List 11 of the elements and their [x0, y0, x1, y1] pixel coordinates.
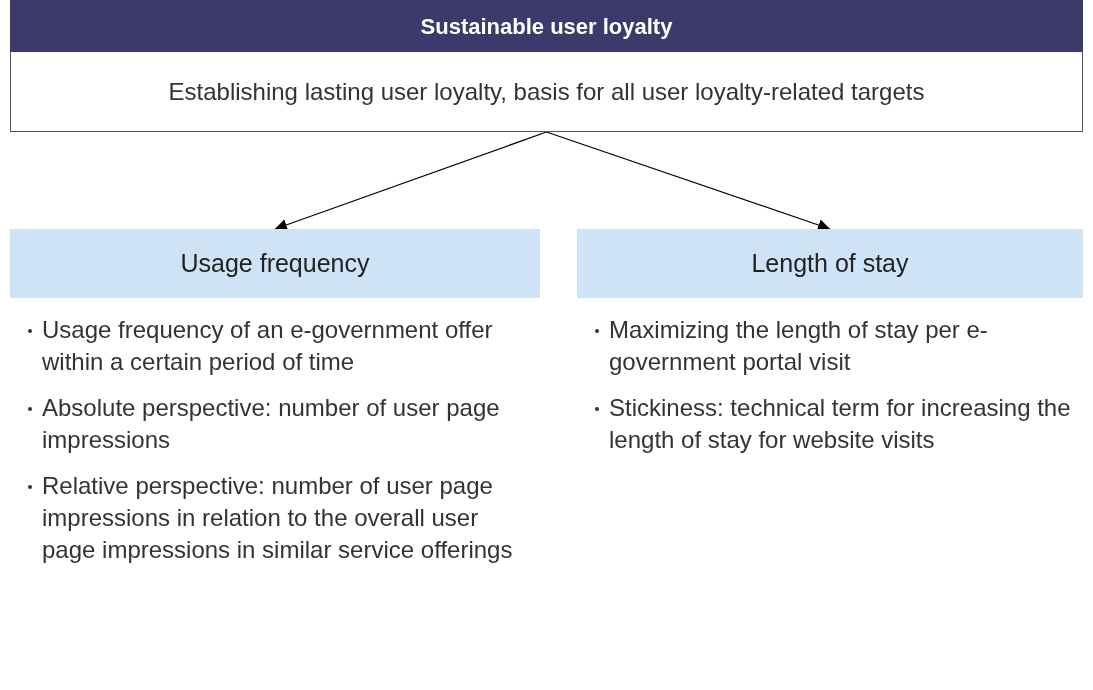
category-box: Length of stay — [577, 229, 1083, 298]
bullet-text: Stickiness: technical term for increasing the length of stay for website visits — [609, 393, 1072, 455]
bullet-text: Relative perspective: number of user page impressions in relation to the overall user page impressions in similar service offerings — [42, 471, 514, 565]
bullet-text: Maximizing the length of stay per e-government portal visit — [609, 315, 989, 377]
bullet-text: Absolute perspective: number of user page impressions — [42, 393, 501, 455]
bullet-text: Usage frequency of an e-government offer within a certain period of time — [42, 315, 494, 377]
arrow — [274, 131, 548, 231]
arrow — [545, 131, 831, 231]
title-bar: Sustainable user loyalty — [10, 0, 1083, 52]
category-box: Usage frequency — [10, 229, 540, 298]
description-box: Establishing lasting user loyalty, basis for all user loyalty-related targets — [10, 52, 1083, 132]
